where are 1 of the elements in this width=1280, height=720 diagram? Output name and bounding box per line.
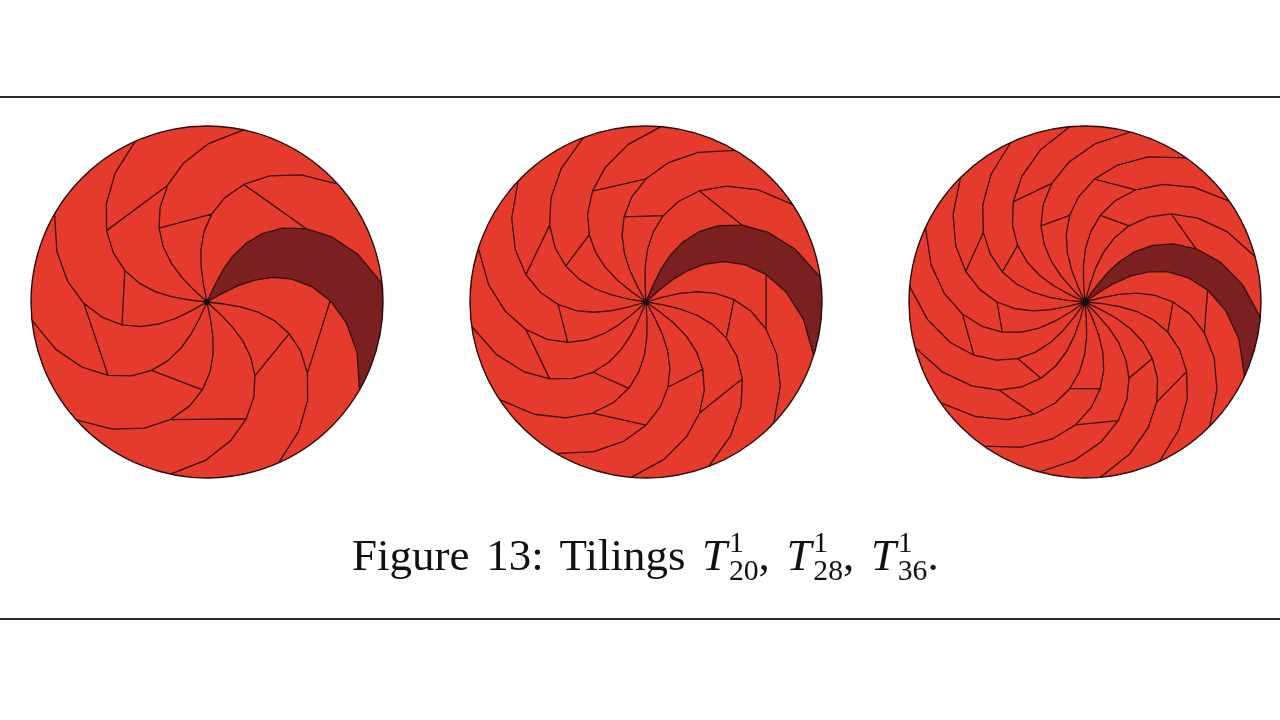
figure-caption: Figure 13: Tilings T$^{1}$$_{20}$, T$^{1}$$_{28}$, T$^{1}$$_{36}$. — [352, 528, 939, 582]
